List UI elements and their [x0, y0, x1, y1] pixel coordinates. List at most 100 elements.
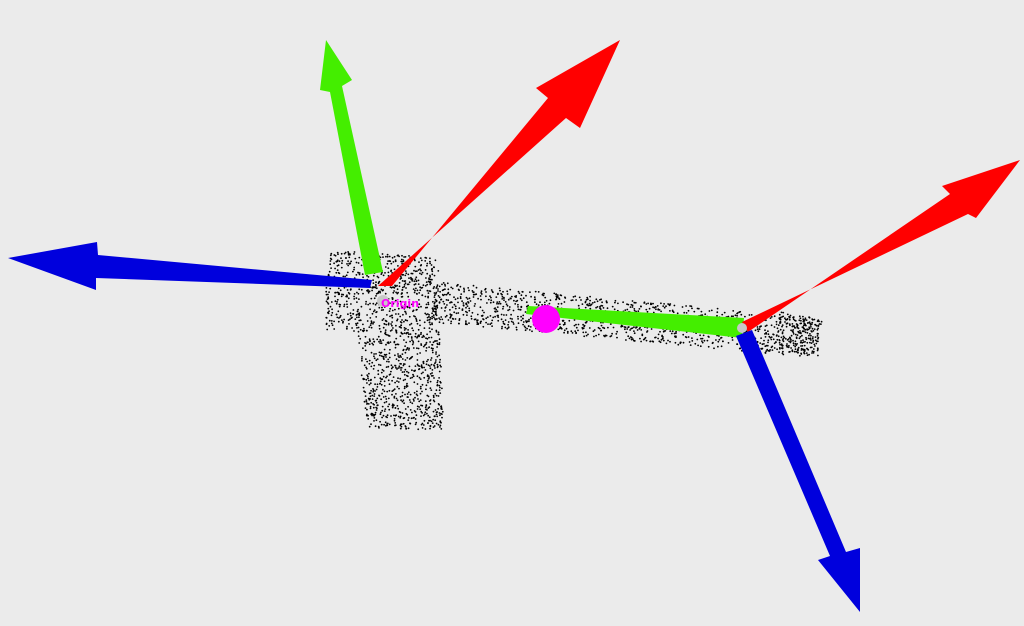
cloud-point	[402, 399, 405, 402]
cloud-point	[368, 290, 371, 293]
cloud-point	[598, 327, 601, 330]
cloud-point	[717, 345, 719, 348]
cloud-point	[811, 318, 814, 320]
cloud-point	[417, 340, 420, 343]
cloud-point	[427, 301, 430, 304]
cloud-point	[365, 300, 367, 303]
cloud-point	[713, 347, 715, 350]
cloud-point	[476, 321, 479, 324]
cloud-point	[432, 287, 435, 290]
cloud-point	[662, 305, 665, 307]
cloud-point	[411, 411, 413, 414]
cloud-point	[353, 298, 356, 300]
cloud-point	[792, 344, 795, 347]
cloud-point	[401, 353, 404, 355]
cloud-point	[439, 424, 442, 427]
cloud-point	[646, 310, 649, 313]
cloud-point	[518, 292, 521, 295]
cloud-point	[505, 314, 508, 316]
cloud-point	[366, 320, 369, 322]
cloud-point	[408, 358, 411, 360]
cloud-point	[386, 414, 389, 417]
cloud-point	[652, 302, 654, 305]
cloud-point	[403, 329, 406, 331]
cloud-point	[588, 302, 591, 305]
cloud-point	[437, 423, 440, 426]
cloud-point	[404, 359, 407, 361]
cloud-point	[420, 273, 423, 276]
cloud-point	[804, 331, 807, 334]
cloud-point	[372, 406, 375, 409]
cloud-point	[781, 324, 784, 326]
cloud-point	[494, 310, 496, 313]
cloud-point	[378, 354, 381, 357]
cloud-point	[815, 342, 818, 345]
cloud-point	[427, 364, 430, 366]
cloud-point	[432, 341, 435, 344]
cloud-point	[404, 425, 407, 427]
cloud-point	[384, 408, 387, 410]
cloud-point	[396, 318, 399, 321]
cloud-point	[393, 396, 396, 399]
cloud-point	[401, 295, 404, 298]
cloud-point	[374, 383, 376, 386]
cloud-point	[416, 390, 418, 393]
cloud-point	[595, 298, 598, 301]
cloud-point	[633, 332, 636, 335]
cloud-point	[419, 399, 422, 401]
cloud-point	[571, 299, 574, 301]
cloud-point	[434, 301, 436, 304]
cloud-point	[409, 401, 412, 403]
cloud-point	[392, 376, 395, 378]
cloud-point	[423, 366, 425, 369]
cloud-point	[510, 295, 513, 298]
cloud-point	[502, 290, 504, 293]
cloud-point	[489, 323, 492, 326]
cloud-point	[437, 270, 440, 272]
cloud-point	[401, 274, 404, 276]
cloud-point	[575, 326, 578, 329]
cloud-point	[336, 316, 339, 319]
cloud-point	[609, 323, 612, 325]
cloud-point	[524, 329, 527, 332]
cloud-point	[400, 356, 402, 358]
cloud-point	[404, 306, 406, 309]
cloud-point	[340, 252, 343, 255]
cloud-point	[437, 407, 439, 410]
cloud-point	[442, 322, 445, 325]
cloud-point	[411, 343, 414, 346]
cloud-point	[765, 324, 768, 327]
cloud-point	[377, 335, 380, 338]
cloud-point	[763, 339, 765, 342]
cloud-point	[628, 337, 631, 340]
cloud-point	[600, 329, 602, 332]
cloud-point	[558, 327, 561, 330]
cloud-point	[418, 292, 421, 294]
cloud-point	[410, 277, 413, 280]
cloud-point	[674, 341, 677, 344]
cloud-point	[416, 289, 419, 292]
cloud-point	[810, 334, 812, 337]
cloud-point	[383, 323, 386, 325]
cloud-point	[385, 353, 388, 356]
cloud-point	[811, 350, 814, 353]
cloud-point	[432, 307, 434, 309]
cloud-point	[543, 292, 545, 295]
cloud-point	[449, 301, 451, 304]
cloud-point	[439, 381, 442, 384]
cloud-point	[399, 415, 402, 418]
cloud-point	[414, 332, 417, 335]
cloud-point	[413, 283, 416, 286]
cloud-point	[506, 293, 509, 295]
cloud-point	[339, 289, 342, 292]
cloud-point	[371, 312, 374, 315]
cloud-point	[340, 266, 343, 269]
cloud-point	[344, 275, 346, 278]
cloud-point	[767, 333, 770, 336]
cloud-point	[348, 262, 350, 265]
cloud-point	[413, 416, 415, 419]
cloud-point	[404, 378, 407, 381]
cloud-point	[803, 352, 806, 355]
